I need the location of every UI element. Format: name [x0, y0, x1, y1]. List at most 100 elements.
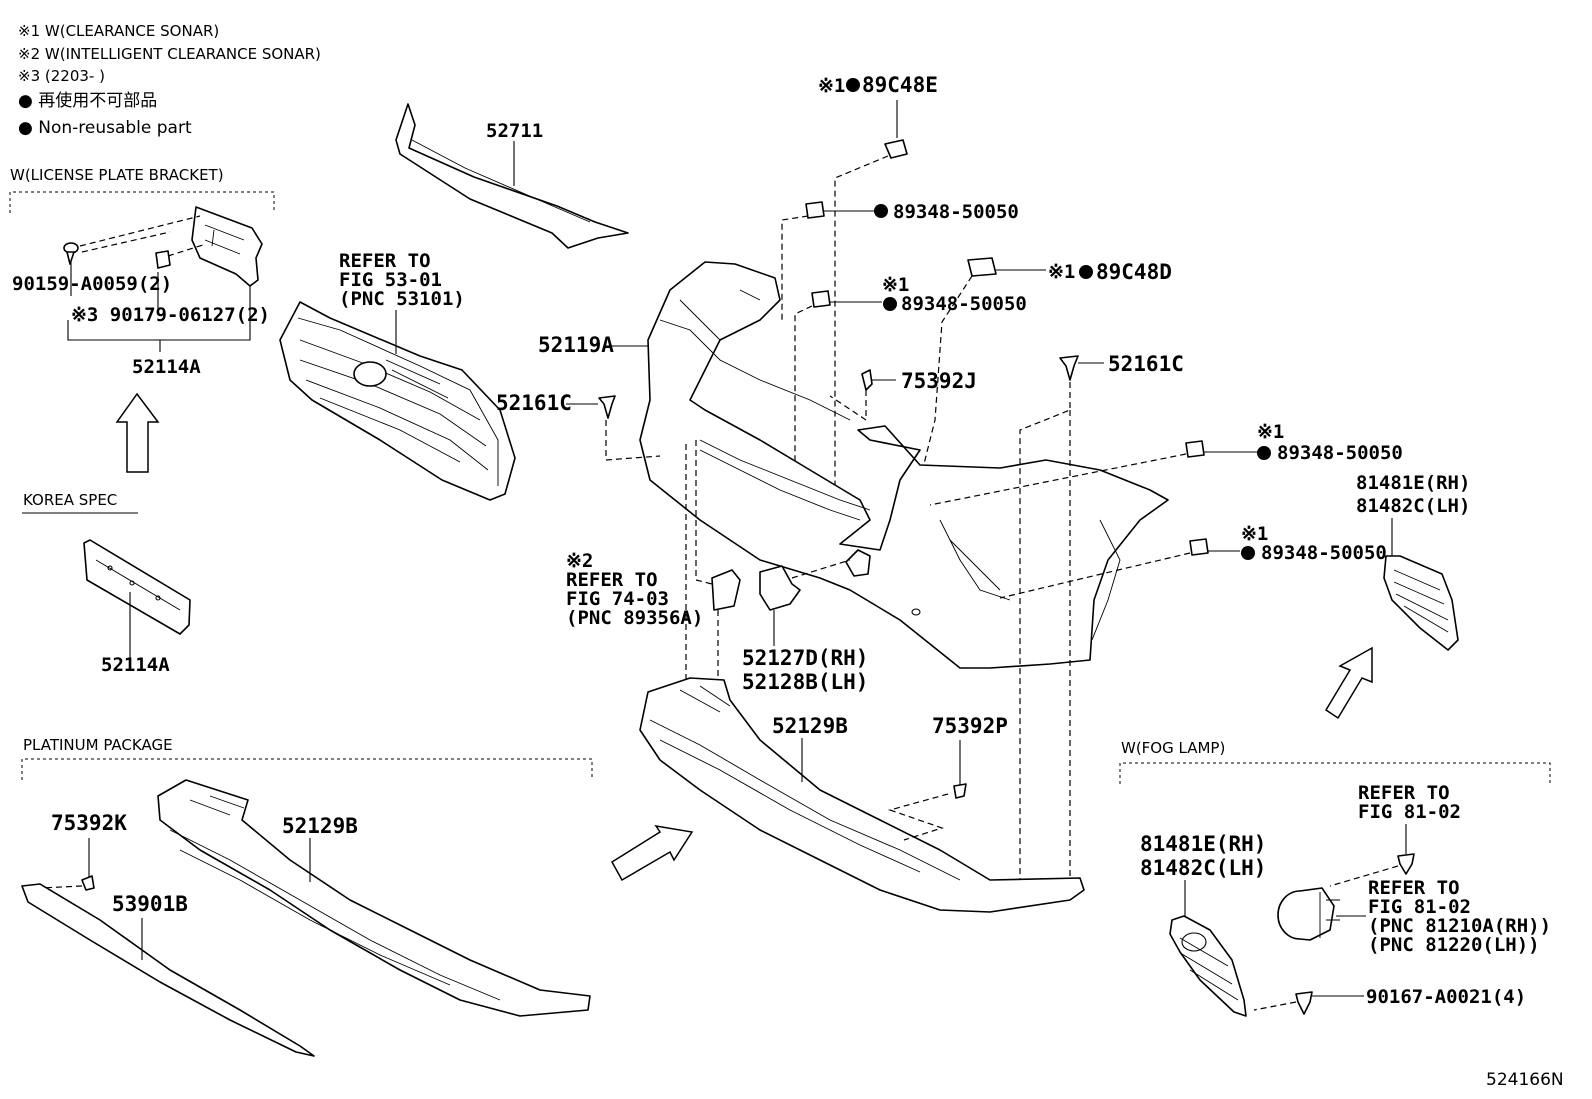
tow-hook-cover-hole	[845, 549, 871, 577]
label-81482c-right: 81482C(LH)	[1356, 495, 1470, 517]
label-52129b-left: 52129B	[282, 814, 358, 838]
label-52119a: 52119A	[538, 333, 614, 357]
label-90167-a0021: 90167-A0021(4)	[1366, 986, 1526, 1008]
clip-75392p-icon	[953, 783, 967, 799]
tow-hook-cover-group: 52127D(RH) 52128B(LH)	[742, 559, 868, 694]
label-52128b: 52128B(LH)	[742, 670, 868, 694]
clip-89348-icon	[811, 290, 831, 308]
sensor-89c48e-icon	[884, 139, 908, 159]
label-53901b: 53901B	[112, 892, 188, 916]
label-89c48e-mark: ※1	[818, 75, 845, 97]
nonreusable-dot-icon	[1241, 546, 1255, 560]
nonreusable-dot-icon	[883, 297, 897, 311]
legend-nonreusable-en: ● Non-reusable part	[18, 118, 192, 138]
label-52161c-left: 52161C	[496, 391, 572, 415]
clip-52161c-icon	[598, 395, 616, 419]
clip-89348-icon	[805, 201, 825, 219]
clip-52161c-icon	[1059, 355, 1079, 381]
right-arrow-icon	[610, 824, 694, 882]
clip-89348-1-group: 89348-50050	[781, 201, 1019, 322]
label-89348-4-mark: ※1	[1241, 523, 1268, 545]
nonreusable-dot-icon	[874, 204, 888, 218]
label-refer-74-line1: REFER TO	[566, 569, 658, 591]
section-korea-spec-title: KOREA SPEC	[23, 491, 117, 509]
label-81481e-right: 81481E(RH)	[1356, 472, 1470, 494]
sensor-89c48e-group: ※1 89C48E	[818, 73, 938, 552]
label-refer-53-line2: FIG 53-01	[339, 269, 442, 291]
lower-spoiler-left-part	[157, 779, 591, 1017]
label-refer-53-line3: (PNC 53101)	[339, 288, 465, 310]
label-75392k: 75392K	[51, 811, 127, 835]
label-refer-74-mark: ※2	[566, 550, 593, 572]
screw-90159-icon	[63, 242, 79, 265]
legend-note-3: ※3 (2203- )	[18, 67, 105, 85]
label-52127d: 52127D(RH)	[742, 646, 868, 670]
license-bracket-frame	[9, 191, 275, 213]
section-license-bracket-title: W(LICENSE PLATE BRACKET)	[10, 166, 224, 184]
label-90179-06127: ※3 90179-06127(2)	[71, 304, 270, 326]
label-89348-50050-3: 89348-50050	[1277, 442, 1403, 464]
sensor-89c48d-group: ※1 89C48D	[919, 257, 1172, 481]
label-refer-74-line3: (PNC 89356A)	[566, 607, 703, 629]
clip-75392j-group: 75392J	[829, 369, 977, 422]
label-75392p: 75392P	[932, 714, 1008, 738]
label-89c48d-mark: ※1	[1048, 261, 1075, 283]
bolt-icon	[1397, 853, 1415, 875]
clip-75392j-icon	[861, 369, 873, 391]
legend-note-2: ※2 W(INTELLIGENT CLEARANCE SONAR)	[18, 45, 321, 63]
clip-52161c-left-group: 52161C	[496, 391, 661, 461]
label-89348-2-mark: ※1	[882, 274, 909, 296]
label-52129b-center: 52129B	[772, 714, 848, 738]
fog-lamp-frame	[1119, 762, 1551, 784]
korea-license-plate-part	[83, 539, 191, 635]
label-52711: 52711	[486, 120, 543, 142]
license-bracket-part	[191, 206, 263, 287]
front-bumper-cover-part: 52119A	[538, 261, 1169, 669]
label-89348-50050-1: 89348-50050	[893, 201, 1019, 223]
label-75392j: 75392J	[901, 369, 977, 393]
tow-hook-cover-icon	[759, 565, 801, 611]
label-refer-81-line2: FIG 81-02	[1358, 801, 1461, 823]
label-refer-53-line1: REFER TO	[339, 250, 431, 272]
fog-lamp-section: W(FOG LAMP) REFER TO FIG 81-02 81481E(RH…	[1119, 739, 1551, 1017]
section-fog-lamp-title: W(FOG LAMP)	[1121, 739, 1225, 757]
label-refer-81-2-line3: (PNC 81210A(RH))	[1368, 915, 1551, 937]
upper-moulding-part: 52711	[395, 103, 629, 249]
lower-spoiler-center-part: 52129B 75392P	[639, 677, 1085, 913]
clip-52161c-right-group: 52161C	[1019, 352, 1184, 880]
fog-bezel-right-part: 81481E(RH) 81482C(LH)	[1324, 472, 1470, 720]
fog-lamp-unit-icon	[1277, 887, 1340, 941]
legend: ※1 W(CLEARANCE SONAR) ※2 W(INTELLIGENT C…	[18, 22, 321, 138]
label-refer-81-line1: REFER TO	[1358, 782, 1450, 804]
label-refer-74-line2: FIG 74-03	[566, 588, 669, 610]
label-refer-81-2-line4: (PNC 81220(LH))	[1368, 934, 1540, 956]
platinum-frame	[21, 758, 593, 780]
radiator-grille-part: REFER TO FIG 53-01 (PNC 53101)	[279, 250, 516, 501]
label-89c48e: 89C48E	[862, 73, 938, 97]
label-refer-81-2-line1: REFER TO	[1368, 877, 1460, 899]
clip-89348-3-group: ※1 89348-50050	[929, 421, 1403, 506]
clip-75392k-icon	[81, 875, 95, 891]
label-81482c-fog: 81482C(LH)	[1140, 856, 1266, 880]
label-52114a-top: 52114A	[132, 356, 201, 378]
label-89c48d: 89C48D	[1096, 260, 1172, 284]
clip-90179-icon	[155, 250, 171, 269]
nonreusable-dot-icon	[846, 78, 860, 92]
clip-89348-icon	[1189, 538, 1209, 556]
label-89348-50050-4: 89348-50050	[1261, 542, 1387, 564]
platinum-package-section: PLATINUM PACKAGE 75392K 53901B 52129B	[21, 736, 593, 1057]
diagonal-arrow-icon	[1324, 646, 1373, 720]
legend-note-1: ※1 W(CLEARANCE SONAR)	[18, 22, 219, 40]
clip-89348-4-group: ※1 89348-50050	[999, 523, 1387, 599]
label-52114a-bottom: 52114A	[101, 654, 170, 676]
sonar-bracket-icon	[711, 569, 741, 611]
legend-nonreusable-jp: ● 再使用不可部品	[18, 90, 157, 111]
fog-bezel-left-part	[1169, 915, 1247, 1017]
nonreusable-dot-icon	[1079, 265, 1093, 279]
label-89348-3-mark: ※1	[1257, 421, 1284, 443]
korea-spec-section: KOREA SPEC 52114A	[22, 491, 191, 676]
label-89348-50050-2: 89348-50050	[901, 293, 1027, 315]
label-refer-81-2-line2: FIG 81-02	[1368, 896, 1471, 918]
figure-id: 524166N	[1486, 1070, 1564, 1090]
